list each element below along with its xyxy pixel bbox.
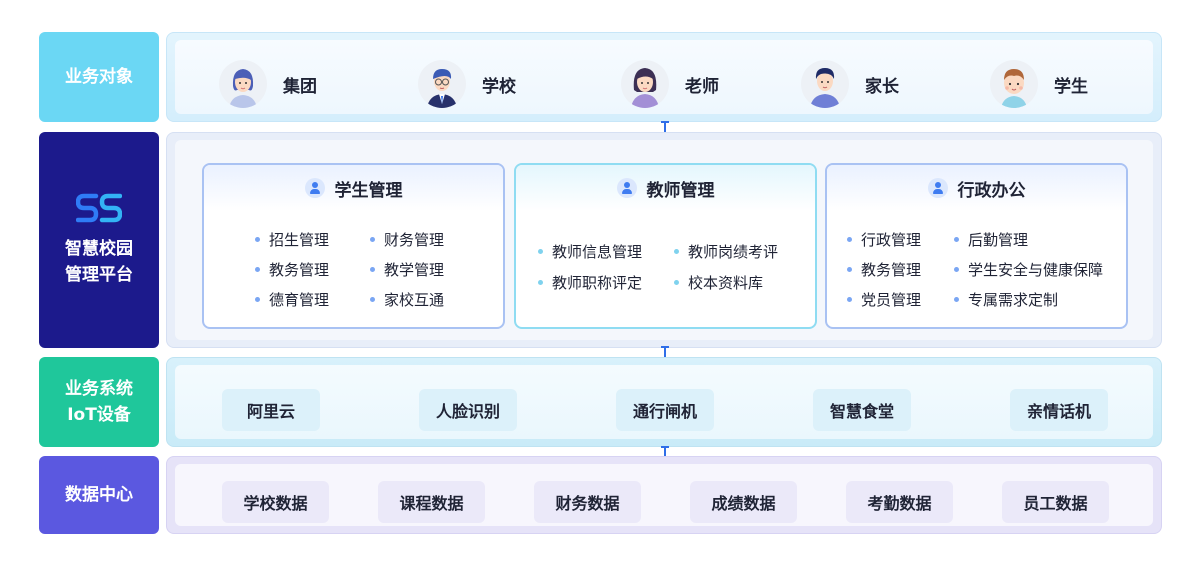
system-chip: 人脸识别 bbox=[419, 389, 517, 431]
layer-label-line1: 业务系统 bbox=[65, 379, 133, 399]
ss-logo-icon bbox=[76, 193, 122, 223]
layer-label-line2: IoT设备 bbox=[67, 405, 131, 425]
data-chip: 员工数据 bbox=[1002, 481, 1109, 523]
data-chip: 财务数据 bbox=[534, 481, 641, 523]
module-item: 教师岗绩考评 bbox=[674, 241, 778, 262]
layer-label-systems: 业务系统 IoT设备 bbox=[39, 357, 159, 447]
data-chip: 考勤数据 bbox=[846, 481, 953, 523]
role-label: 集团 bbox=[283, 76, 317, 97]
layer-label-platform: 智慧校园 管理平台 bbox=[39, 132, 159, 348]
role-group: 集团 bbox=[219, 60, 317, 108]
module-title: 行政办公 bbox=[957, 180, 1026, 201]
module-item: 专属需求定制 bbox=[954, 289, 1058, 310]
role-parent: 家长 bbox=[801, 60, 899, 108]
role-school: 学校 bbox=[418, 60, 516, 108]
module-item: 教务管理 bbox=[255, 259, 329, 280]
module-item: 教务管理 bbox=[847, 259, 921, 280]
module-card-header: 学生管理 bbox=[204, 165, 503, 211]
system-chip: 亲情话机 bbox=[1010, 389, 1108, 431]
business-objects-panel: 集团 学校 bbox=[166, 32, 1162, 122]
module-item: 学生安全与健康保障 bbox=[954, 259, 1103, 280]
layer-label-text: 数据中心 bbox=[65, 485, 133, 505]
layer-label-data-center: 数据中心 bbox=[39, 456, 159, 534]
module-card-teacher-management: 教师管理 教师信息管理 教师岗绩考评 教师职称评定 校本资料库 bbox=[514, 163, 817, 329]
module-card-admin-office: 行政办公 行政管理 后勤管理 教务管理 学生安全与健康保障 党员管理 专属需求定… bbox=[825, 163, 1128, 329]
man-parent-avatar-icon bbox=[801, 60, 849, 108]
role-label: 老师 bbox=[685, 76, 719, 97]
module-title: 学生管理 bbox=[334, 180, 403, 201]
module-card-header: 行政办公 bbox=[827, 165, 1126, 211]
layer-label-line1: 智慧校园 bbox=[65, 239, 133, 259]
data-center-panel: 学校数据 课程数据 财务数据 成绩数据 考勤数据 员工数据 bbox=[166, 456, 1162, 534]
module-item: 后勤管理 bbox=[954, 229, 1028, 250]
data-chip: 课程数据 bbox=[378, 481, 485, 523]
module-item: 教师职称评定 bbox=[538, 272, 642, 293]
module-title: 教师管理 bbox=[646, 180, 715, 201]
woman-avatar-icon bbox=[219, 60, 267, 108]
person-icon bbox=[927, 178, 948, 198]
module-item: 教师信息管理 bbox=[538, 241, 642, 262]
person-icon bbox=[304, 178, 325, 198]
child-avatar-icon bbox=[990, 60, 1038, 108]
layer-label-text: 业务对象 bbox=[65, 67, 133, 87]
person-icon bbox=[616, 178, 637, 198]
module-item: 德育管理 bbox=[255, 289, 329, 310]
woman-teacher-avatar-icon bbox=[621, 60, 669, 108]
module-item: 招生管理 bbox=[255, 229, 329, 250]
role-label: 家长 bbox=[865, 76, 899, 97]
module-item: 行政管理 bbox=[847, 229, 921, 250]
systems-panel: 阿里云 人脸识别 通行闸机 智慧食堂 亲情话机 bbox=[166, 357, 1162, 447]
data-chip: 成绩数据 bbox=[690, 481, 797, 523]
system-chip: 阿里云 bbox=[222, 389, 320, 431]
role-student: 学生 bbox=[990, 60, 1088, 108]
platform-panel: 学生管理 招生管理 财务管理 教务管理 教学管理 德育管理 家校互通 教师管理 … bbox=[166, 132, 1162, 348]
role-label: 学校 bbox=[482, 76, 516, 97]
module-item: 党员管理 bbox=[847, 289, 921, 310]
system-chip: 通行闸机 bbox=[616, 389, 714, 431]
module-item: 教学管理 bbox=[370, 259, 444, 280]
module-card-header: 教师管理 bbox=[516, 165, 815, 211]
layer-label-business-objects: 业务对象 bbox=[39, 32, 159, 122]
module-item: 校本资料库 bbox=[674, 272, 763, 293]
man-glasses-avatar-icon bbox=[418, 60, 466, 108]
role-teacher: 老师 bbox=[621, 60, 719, 108]
module-card-student-management: 学生管理 招生管理 财务管理 教务管理 教学管理 德育管理 家校互通 bbox=[202, 163, 505, 329]
role-label: 学生 bbox=[1054, 76, 1088, 97]
layer-label-line2: 管理平台 bbox=[65, 265, 133, 285]
data-chip: 学校数据 bbox=[222, 481, 329, 523]
module-item: 财务管理 bbox=[370, 229, 444, 250]
module-item: 家校互通 bbox=[370, 289, 444, 310]
system-chip: 智慧食堂 bbox=[813, 389, 911, 431]
